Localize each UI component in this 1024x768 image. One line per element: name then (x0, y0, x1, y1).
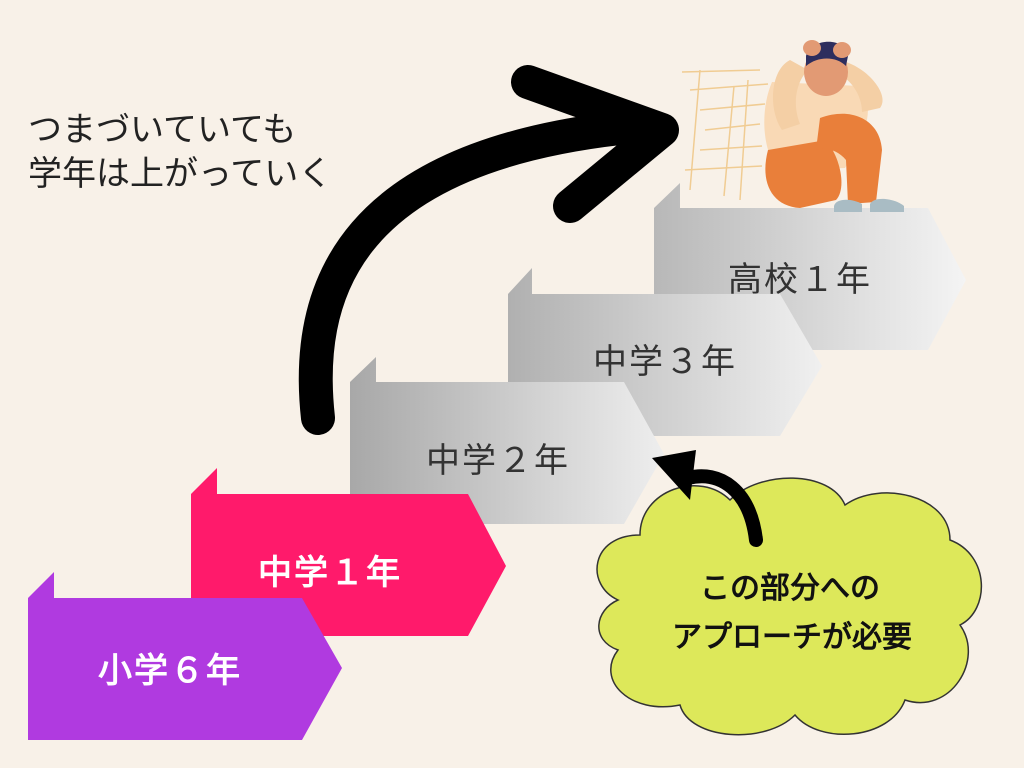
callout-line-1: この部分への (700, 571, 880, 606)
step-jh2-label: 中学２年 (426, 441, 570, 481)
step-jh3-label: 中学３年 (593, 342, 737, 382)
step-hs1-label: 高校１年 (728, 260, 872, 300)
step-jh1-label: 中学１年 (258, 553, 402, 593)
curved-arrow-up-right-icon (298, 65, 679, 435)
curved-arrow-up-left-icon (652, 450, 763, 547)
caption: つまづいていても 学年は上がっていく (28, 108, 332, 196)
step-grade6: 小学６年 (28, 572, 342, 740)
step-jh2-shape (350, 357, 664, 524)
caption-line-1: つまづいていても (28, 110, 297, 150)
callout-line-2: アプローチが必要 (672, 620, 912, 655)
callout-cloud: この部分への アプローチが必要 (596, 477, 982, 736)
step-grade6-label: 小学６年 (98, 651, 242, 691)
step-grade6-shape (28, 572, 342, 740)
step-jh2: 中学２年 (350, 357, 664, 524)
distressed-student-illustration (681, 40, 904, 212)
step-jh1: 中学１年 (191, 468, 506, 636)
caption-line-2: 学年は上がっていく (28, 154, 333, 194)
step-jh1-shape (191, 468, 506, 636)
